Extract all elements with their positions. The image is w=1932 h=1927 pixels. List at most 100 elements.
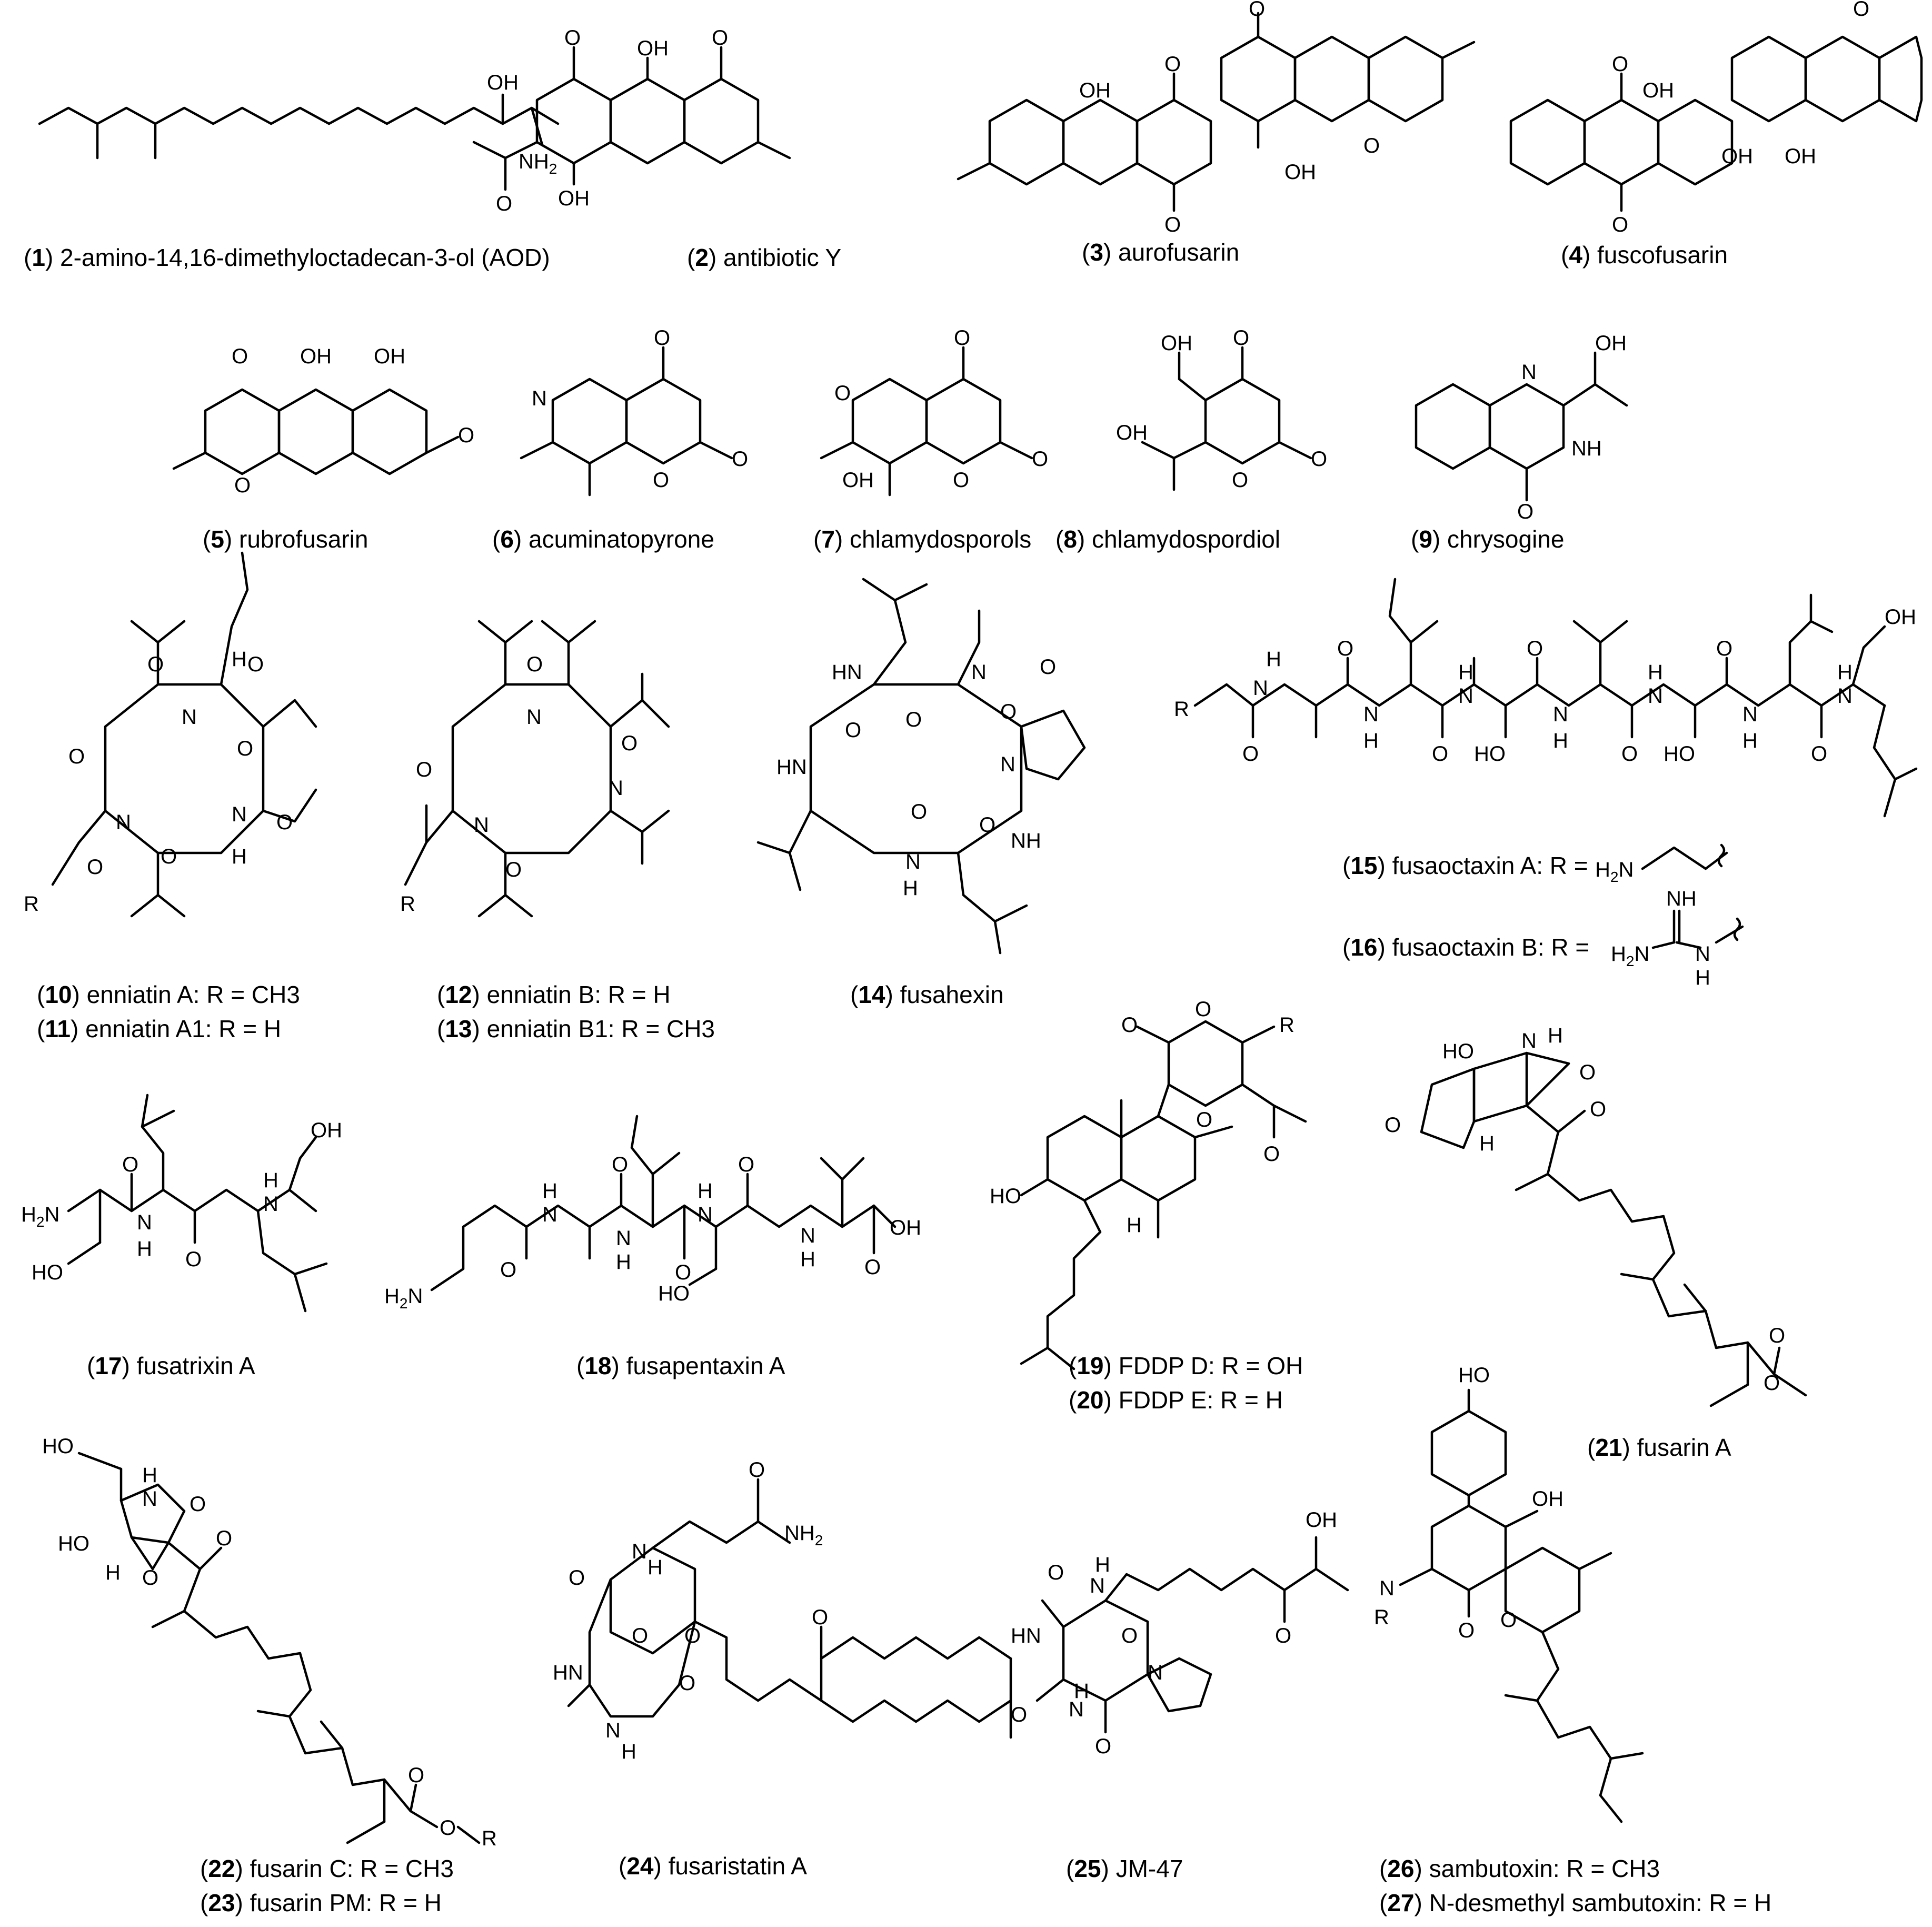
atom-oh: OH — [1161, 332, 1192, 355]
structure-7: O O OH O O — [820, 326, 1048, 496]
structure-12: O N O N O N O R — [400, 620, 670, 918]
r-group-16: NH H2N N H — [1611, 887, 1744, 989]
atom-o: O — [1337, 637, 1353, 660]
atom-n: N — [116, 811, 131, 834]
caption-8: (8) chlamydospordiol — [1055, 525, 1280, 553]
atom-n: N — [1648, 684, 1663, 708]
caption-27: (27) N-desmethyl sambutoxin: R = H — [1379, 1889, 1771, 1916]
atom-oh: OH — [890, 1216, 921, 1239]
atom-o: O — [732, 448, 748, 471]
caption-20: (20) FDDP E: R = H — [1069, 1386, 1283, 1414]
atom-r: R — [400, 892, 415, 916]
atom-h: H — [1742, 729, 1758, 752]
atom-o: O — [1811, 742, 1827, 766]
atom-n: N — [1837, 684, 1853, 708]
atom-oh: OH — [1885, 605, 1916, 629]
atom-o: O — [1164, 53, 1181, 76]
atom-hn: HN — [776, 756, 807, 779]
atom-o: O — [142, 1566, 158, 1590]
structure-17: H2N HO O N H O H N OH — [21, 1094, 342, 1313]
r-group-15: H2N — [1595, 843, 1728, 885]
atom-o: O — [185, 1248, 202, 1271]
atom-ho: HO — [32, 1261, 63, 1284]
atom-o: O — [190, 1493, 206, 1516]
caption-6: (6) acuminatopyrone — [492, 525, 714, 553]
atom-oh: OH — [1532, 1487, 1563, 1511]
atom-o: O — [979, 813, 995, 837]
atom-oh: OH — [1721, 145, 1753, 168]
atom-h: H — [542, 1179, 557, 1203]
atom-oh: OH — [558, 187, 590, 210]
atom-h: H — [1479, 1132, 1495, 1155]
atom-oh: OH — [1306, 1508, 1337, 1532]
atom-h: H — [1837, 661, 1853, 684]
atom-o: O — [569, 1566, 585, 1590]
caption-26: (26) sambutoxin: R = CH3 — [1379, 1855, 1660, 1882]
caption-2: (2) antibiotic Y — [687, 244, 841, 271]
atom-o: O — [408, 1764, 424, 1787]
atom-o: O — [440, 1816, 456, 1840]
atom-n: N — [1521, 361, 1537, 384]
atom-o: O — [1196, 1108, 1212, 1131]
structure-1: OH NH2 — [38, 71, 560, 177]
caption-17: (17) fusatrixin A — [87, 1352, 255, 1379]
atom-o: O — [1233, 326, 1249, 350]
atom-h: H — [232, 845, 247, 868]
atom-h: H — [1074, 1680, 1089, 1703]
atom-o: O — [905, 708, 922, 731]
atom-h: H — [137, 1237, 152, 1260]
atom-o: O — [122, 1153, 138, 1176]
atom-n: N — [532, 387, 547, 410]
atom-o: O — [1242, 742, 1259, 766]
atom-r: R — [482, 1827, 497, 1850]
structure-15: R O H N O N H O H N HO O N H O H N HO O … — [1174, 578, 1918, 818]
atom-n: N — [616, 1227, 631, 1250]
atom-o: O — [237, 737, 253, 760]
atom-n: N — [232, 803, 247, 826]
atom-o: O — [1432, 742, 1448, 766]
atom-hn: HN — [553, 1661, 583, 1684]
atom-n: N — [905, 850, 921, 873]
atom-o: O — [247, 653, 264, 676]
atom-n: N — [800, 1224, 815, 1247]
atom-h: H — [1095, 1553, 1110, 1576]
atom-h: H — [616, 1250, 631, 1274]
atom-n: N — [142, 1487, 157, 1511]
structure-10: O N O O N O O N O O H H R — [24, 551, 317, 918]
atom-o: O — [232, 345, 248, 368]
caption-16: (16) fusaoctaxin B: R = — [1342, 933, 1589, 961]
atom-n: N — [1253, 677, 1268, 700]
atom-ho: HO — [990, 1185, 1021, 1208]
caption-4: (4) fuscofusarin — [1561, 241, 1728, 269]
atom-o: O — [526, 653, 543, 676]
atom-oh: OH — [374, 345, 405, 368]
atom-h: H — [232, 648, 247, 671]
atom-n: N — [1090, 1574, 1105, 1597]
atom-o: O — [1500, 1608, 1517, 1632]
atom-o: O — [1195, 998, 1211, 1021]
atom-oh: OH — [311, 1119, 342, 1142]
atom-o: O — [147, 653, 164, 676]
atom-o: O — [500, 1258, 516, 1282]
caption-21: (21) fusarin A — [1587, 1434, 1731, 1461]
caption-11: (11) enniatin A1: R = H — [37, 1015, 281, 1042]
atom-n: N — [1379, 1577, 1395, 1600]
structure-26: HO OH N R O O — [1374, 1364, 1644, 1823]
atom-o: O — [953, 469, 969, 492]
atom-o: O — [1527, 637, 1543, 660]
atom-r: R — [24, 892, 39, 916]
atom-h: H — [1363, 729, 1379, 752]
atom-n: N — [182, 706, 197, 729]
atom-n: N — [263, 1193, 278, 1216]
atom-o: O — [834, 382, 851, 405]
structure-5: O OH OH O O — [172, 345, 474, 497]
structure-24: N H O O NH2 O O HN O N H O — [553, 1458, 1012, 1763]
structure-25: O H N OH O O N HN O O H N — [1011, 1508, 1349, 1758]
atom-n: N — [698, 1203, 713, 1226]
structure-22: HO H N O HO H O O O O R — [42, 1435, 497, 1850]
atom-h: H — [800, 1248, 815, 1271]
atom-ho: HO — [58, 1532, 89, 1555]
caption-1: (1) 2-amino-14,16-dimethyloctadecan-3-ol… — [24, 244, 550, 271]
atom-oh: OH — [637, 37, 669, 60]
atom-r: R — [1174, 698, 1189, 721]
